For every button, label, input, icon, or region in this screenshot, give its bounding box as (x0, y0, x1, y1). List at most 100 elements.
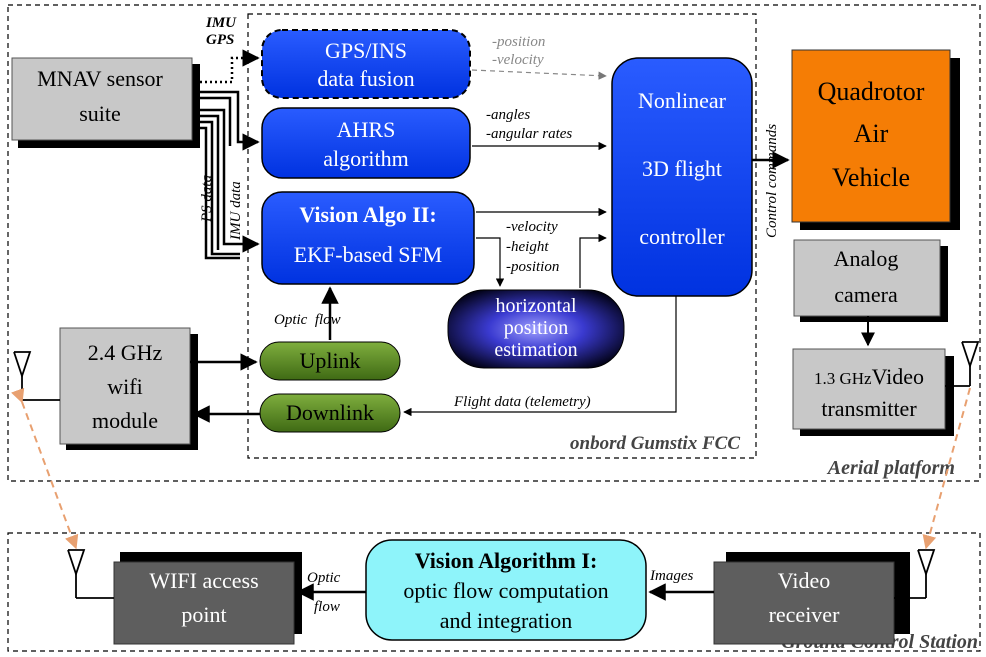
imu-data-label: IMU data (228, 181, 244, 241)
quadrotor-line-1: Quadrotor (818, 77, 925, 106)
optic-flow-label: Optic flow (274, 312, 341, 328)
vhp-velocity-label: -velocity (506, 219, 558, 235)
ground-station-frame (7, 532, 981, 652)
angles-label: -angles (486, 107, 530, 123)
mnav-sensor-block: MNAV sensor suite (11, 57, 200, 148)
position-label: -position (492, 34, 545, 50)
control-commands-label: Control commands (764, 124, 780, 238)
aerial-platform-label: Aerial platform (826, 457, 955, 479)
mnav-line-2: suite (79, 101, 121, 126)
controller-line-2: 3D flight (642, 156, 722, 181)
gps-to-controller-arrow (471, 69, 607, 80)
vision-1-line-3: and integration (440, 608, 573, 633)
images-label: Images (649, 568, 693, 584)
wifi-module-line-1: 2.4 GHz (88, 340, 163, 365)
ahrs-line-2: algorithm (323, 146, 409, 171)
vhp-position-label: -position (506, 259, 559, 275)
wifi-wireless-link (11, 387, 79, 550)
fcc-frame (247, 13, 757, 459)
vision2-to-horizontal-arrow (476, 237, 505, 287)
antenna-icon (894, 549, 936, 599)
vhp-height-label: -height (506, 239, 549, 255)
downlink-block: Downlink (259, 393, 401, 433)
antenna-icon (945, 341, 980, 387)
vision-algo-1-block: Vision Algorithm I: optic flow computatio… (365, 539, 647, 641)
vision-algo-2-block: Vision Algo II: EKF-based SFM (261, 191, 475, 285)
transmitter-line-1: Video (872, 364, 924, 389)
imu-label: IMU (205, 15, 237, 31)
fcc-label: onbord Gumstix FCC (570, 433, 740, 454)
svg-text:Vision Algorithm I:optic flow: Vision Algorithm I: optic flow computatio… (403, 548, 608, 633)
transmitter-line-2: transmitter (821, 396, 917, 421)
controller-line-1: Nonlinear (638, 88, 727, 113)
wifi-ap-line-2: point (181, 602, 226, 627)
video-receiver-line-2: receiver (769, 602, 840, 627)
gps-ins-block: GPS/INS data fusion (261, 29, 471, 99)
svg-text:-angles-angular rates: -angles -angular rates (486, 107, 572, 142)
gps-label: GPS (206, 32, 234, 48)
uplink-label: Uplink (299, 348, 360, 373)
svg-text:Vision Algo II:EKF-based SFM: Vision Algo II: EKF-based SFM (294, 202, 443, 267)
gps-ins-line-2: data fusion (317, 66, 414, 91)
antenna-icon (67, 549, 114, 599)
flight-controller-block: Nonlinear 3D flight controller (611, 57, 753, 297)
video-wireless-link (922, 387, 971, 550)
wifi-module-block: 2.4 GHz wifi module (59, 327, 198, 450)
telemetry-arrow (403, 296, 677, 417)
vision-2-line-2: EKF-based SFM (294, 242, 443, 267)
angular-rates-label: -angular rates (486, 126, 572, 142)
wifi-module-line-3: module (92, 408, 158, 433)
transmitter-freq: 1.3 GHz (814, 369, 872, 388)
wifi-module-line-2: wifi (107, 374, 142, 399)
wifi-access-point-block: WIFI access point (113, 552, 302, 645)
svg-text:-velocity-height-position: -velocity -height -position (506, 219, 559, 275)
downlink-label: Downlink (286, 400, 374, 425)
antenna-icon (13, 351, 60, 401)
wifi-ap-line-1: WIFI access (149, 568, 258, 593)
ahrs-line-1: AHRS (337, 117, 396, 142)
analog-camera-block: Analog camera (793, 239, 948, 322)
aerial-platform-frame (7, 4, 981, 482)
horizontal-line-2: position (504, 317, 568, 339)
camera-line-1: Analog (834, 246, 899, 271)
vision-1-line-2: optic flow computation (403, 578, 608, 603)
vision-2-line-1: Vision Algo II: (299, 202, 436, 227)
horizontal-line-3: estimation (494, 339, 577, 361)
quadrotor-line-2: Air (854, 119, 889, 148)
ps-data-label: PS data (199, 175, 215, 223)
sensor-wiring (200, 49, 260, 260)
ahrs-block: AHRS algorithm (261, 107, 471, 179)
horizontal-to-controller-arrow (579, 233, 607, 288)
vision-1-line-1: Vision Algorithm I: (415, 548, 598, 573)
video-receiver-line-1: Video (778, 568, 830, 593)
camera-line-2: camera (834, 282, 898, 307)
optic-label: Optic (307, 570, 341, 586)
mnav-line-1: MNAV sensor (37, 66, 163, 91)
gps-ins-line-1: GPS/INS (325, 38, 407, 63)
controller-line-3: controller (639, 224, 725, 249)
flow-label: flow (314, 599, 340, 615)
video-receiver-block: Video receiver (713, 552, 910, 645)
svg-text:-position-velocity: -position -velocity (492, 34, 545, 68)
horizontal-line-1: horizontal (495, 295, 577, 317)
velocity-label: -velocity (492, 52, 544, 68)
uplink-block: Uplink (259, 341, 401, 381)
video-transmitter-block: 1.3 GHzVideo transmitter (792, 348, 954, 436)
quadrotor-line-3: Vehicle (832, 163, 910, 192)
